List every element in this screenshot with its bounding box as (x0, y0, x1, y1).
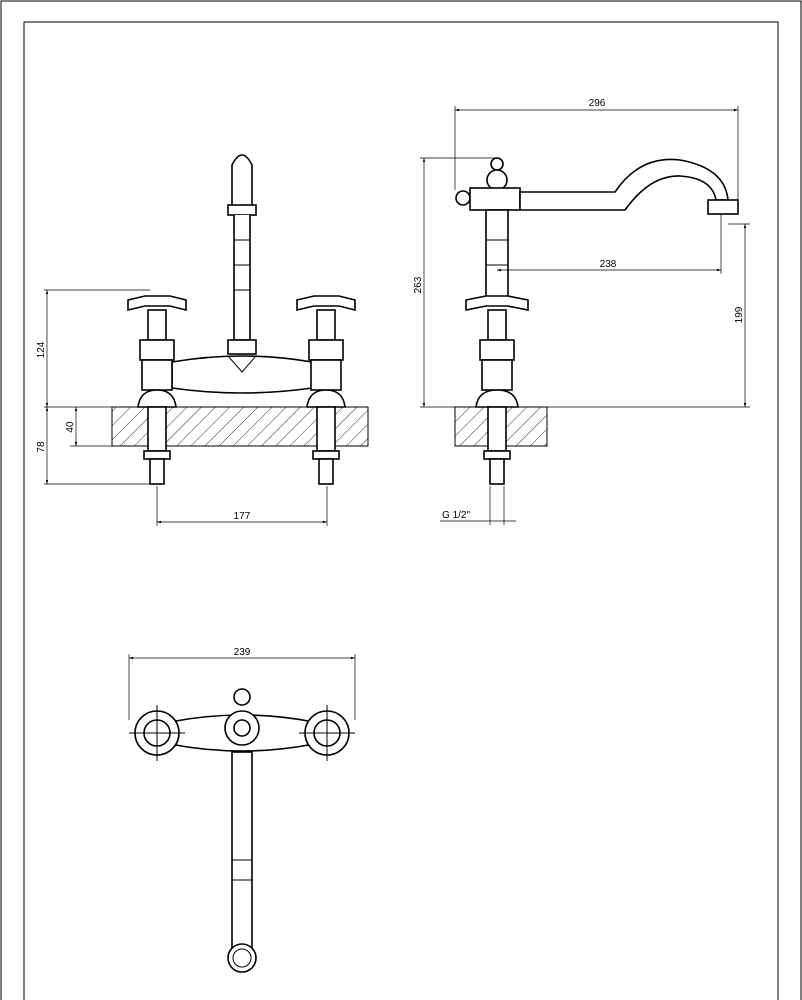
dim-263: 263 (413, 276, 424, 293)
dim-177: 177 (234, 511, 251, 522)
drawing-frame (23, 21, 779, 1000)
dim-239: 239 (234, 647, 251, 658)
dim-296: 296 (589, 98, 606, 109)
side-view: 296 263 238 199 G 1/2" (413, 98, 750, 525)
dim-124: 124 (36, 341, 47, 358)
front-view: 124 78 40 177 (36, 154, 369, 526)
top-view: 239 (128, 647, 356, 973)
dim-238: 238 (600, 259, 617, 270)
dim-40: 40 (65, 421, 76, 433)
dim-g-half-inch: G 1/2" (442, 510, 470, 521)
dim-199: 199 (734, 306, 745, 323)
dim-78: 78 (36, 441, 47, 453)
